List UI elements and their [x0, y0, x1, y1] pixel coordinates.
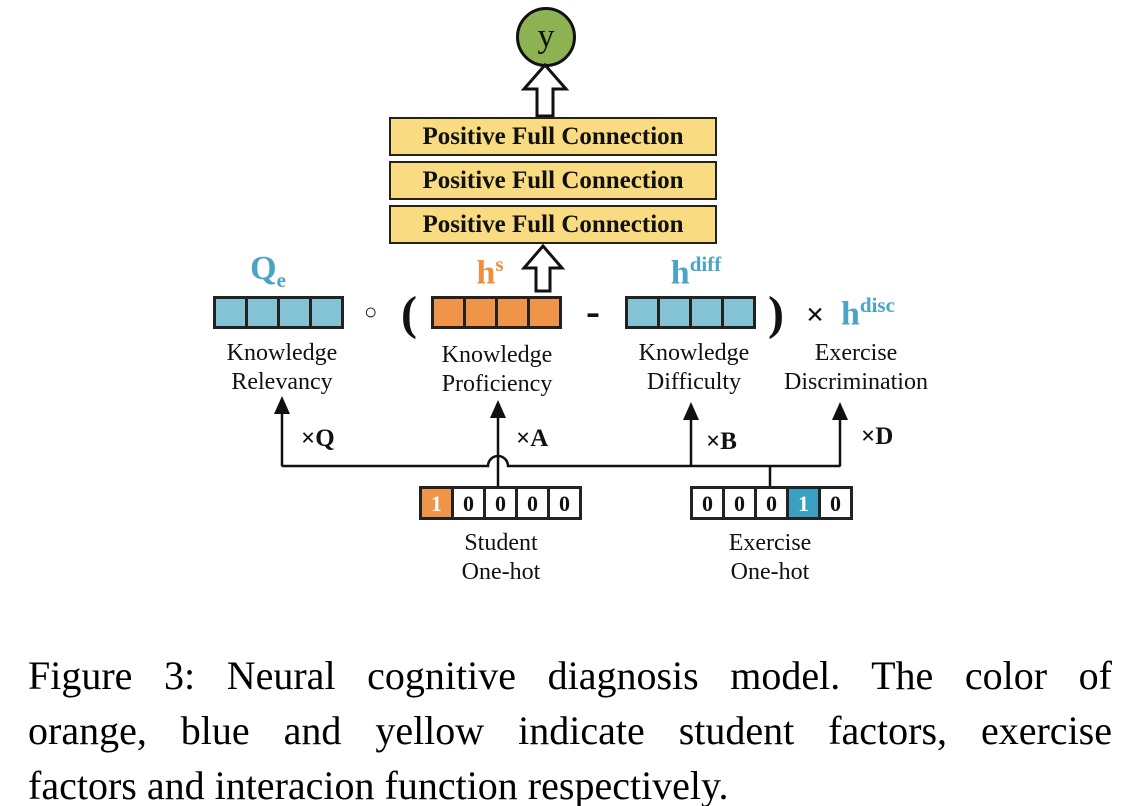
- label-exercise-discrimination: Exercise Discrimination: [757, 339, 955, 397]
- operator-open-paren: (: [401, 287, 417, 340]
- output-node: y: [516, 7, 576, 67]
- onehot-cell: 0: [547, 489, 579, 517]
- label-exercise-onehot: Exercise One-hot: [676, 529, 864, 587]
- vector-knowledge-difficulty: [625, 296, 756, 329]
- vector-cell: [216, 299, 245, 326]
- pfc-layer-1: Positive Full Connection: [389, 117, 717, 156]
- label-line: Difficulty: [646, 369, 742, 395]
- onehot-cell: 1: [786, 489, 818, 517]
- caption-line: orange, blue and yellow indicate student…: [28, 708, 1112, 753]
- vector-cell: [463, 299, 495, 326]
- arrow-xa-head: [490, 400, 506, 418]
- vector-cell: [527, 299, 559, 326]
- label-line: Discrimination: [784, 369, 928, 395]
- label-line: One-hot: [461, 559, 541, 585]
- operator-times: ×: [806, 296, 825, 332]
- symbol-hdisc-base: h: [841, 295, 860, 333]
- vector-cell: [657, 299, 689, 326]
- edge-label-xa: ×A: [516, 425, 549, 452]
- output-node-label: y: [537, 18, 555, 55]
- operator-close-paren: ): [768, 287, 784, 340]
- onehot-exercise: 0 0 0 1 0: [690, 486, 853, 520]
- symbol-hdiff-base: h: [670, 254, 690, 292]
- label-line: Knowledge: [226, 340, 338, 366]
- symbol-qe-sub: e: [276, 267, 286, 292]
- vector-cell: [721, 299, 753, 326]
- pfc-layer-3-label: Positive Full Connection: [422, 210, 684, 238]
- up-block-arrow-top: [520, 62, 570, 118]
- symbol-hdisc: hdisc: [841, 293, 895, 333]
- onehot-cell: 0: [818, 489, 850, 517]
- label-knowledge-proficiency: Knowledge Proficiency: [403, 341, 591, 399]
- vector-cell: [434, 299, 463, 326]
- onehot-student: 1 0 0 0 0: [419, 486, 582, 520]
- pfc-layer-3: Positive Full Connection: [389, 205, 717, 244]
- arrow-xq-head: [274, 396, 290, 414]
- pfc-layer-2-label: Positive Full Connection: [422, 166, 684, 194]
- onehot-cell: 0: [515, 489, 547, 517]
- symbol-qe-base: Q: [250, 250, 277, 287]
- connector-lines: [274, 62, 848, 488]
- caption-line: Figure 3: Neural cognitive diagnosis mod…: [28, 653, 1112, 698]
- onehot-cell: 0: [754, 489, 786, 517]
- operator-minus: -: [586, 289, 600, 335]
- figure-caption: Figure 3: Neural cognitive diagnosis mod…: [28, 648, 1112, 806]
- onehot-cell: 0: [483, 489, 515, 517]
- symbol-hs: hs: [430, 252, 550, 292]
- label-student-onehot: Student One-hot: [407, 529, 595, 587]
- label-line: Knowledge: [441, 342, 553, 368]
- up-block-arrow-middle: [520, 243, 566, 293]
- symbol-hdiff-sup: diff: [689, 252, 722, 276]
- vector-cell: [277, 299, 309, 326]
- label-knowledge-difficulty: Knowledge Difficulty: [600, 339, 788, 397]
- vector-knowledge-relevancy: [213, 296, 344, 329]
- label-line: Exercise: [814, 340, 898, 366]
- vector-cell: [309, 299, 341, 326]
- arrow-xb-head: [683, 402, 699, 420]
- label-line: Exercise: [728, 530, 812, 556]
- symbol-hs-sup: s: [495, 252, 504, 276]
- onehot-cell: 0: [722, 489, 754, 517]
- pfc-layer-1-label: Positive Full Connection: [422, 122, 684, 150]
- label-line: Relevancy: [231, 369, 333, 395]
- caption-line: factors and interacion function respecti…: [28, 763, 729, 806]
- label-line: Knowledge: [638, 340, 750, 366]
- symbol-hdisc-sup: disc: [859, 293, 895, 317]
- onehot-cell: 1: [422, 489, 451, 517]
- pfc-layer-2: Positive Full Connection: [389, 161, 717, 200]
- label-line: Student: [464, 530, 538, 556]
- symbol-hs-base: h: [476, 254, 496, 292]
- label-line: Proficiency: [441, 371, 553, 397]
- symbol-qe: Qe: [203, 250, 333, 293]
- operator-hadamard: ○: [364, 299, 378, 324]
- symbol-hdiff: hdiff: [626, 252, 766, 292]
- label-line: One-hot: [730, 559, 810, 585]
- arrow-xd-head: [832, 402, 848, 420]
- vector-cell: [495, 299, 527, 326]
- bus-line: [281, 454, 841, 468]
- edge-label-xq: ×Q: [301, 425, 335, 452]
- vector-cell: [628, 299, 657, 326]
- vector-knowledge-proficiency: [431, 296, 562, 329]
- onehot-cell: 0: [693, 489, 722, 517]
- vector-cell: [689, 299, 721, 326]
- label-knowledge-relevancy: Knowledge Relevancy: [188, 339, 376, 397]
- onehot-cell: 0: [451, 489, 483, 517]
- edge-label-xd: ×D: [861, 423, 894, 450]
- edge-label-xb: ×B: [706, 428, 737, 455]
- vector-cell: [245, 299, 277, 326]
